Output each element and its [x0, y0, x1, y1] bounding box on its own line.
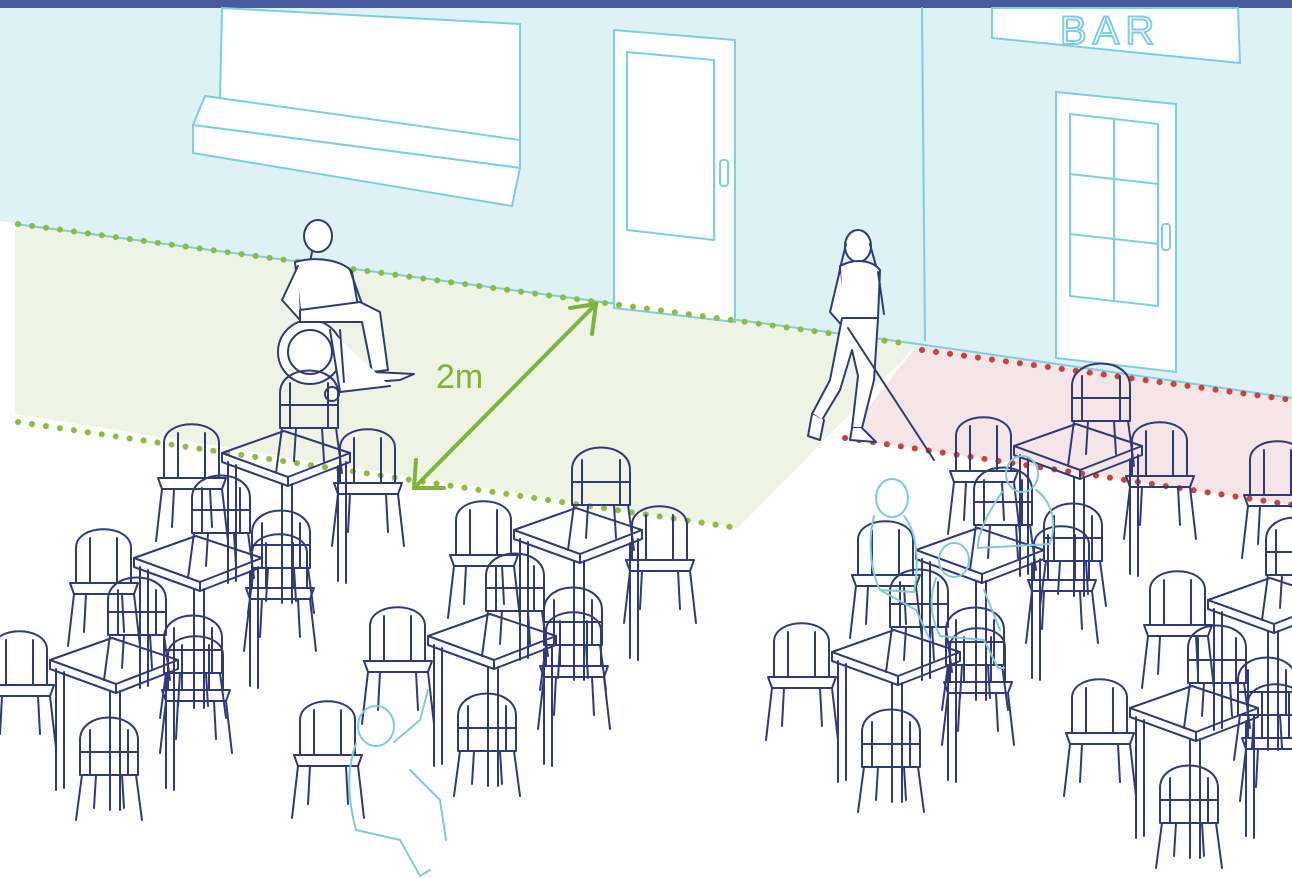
- clearance-label: 2m: [436, 358, 483, 396]
- top-bar: [0, 0, 1292, 8]
- chair-icon: [292, 701, 364, 818]
- table-icon: [0, 578, 232, 821]
- table-icon: [850, 468, 1098, 711]
- table-icon: [362, 554, 610, 797]
- bar-door[interactable]: [1056, 92, 1176, 372]
- bar-sign-text: BAR: [1060, 9, 1160, 53]
- table-icon: [1064, 626, 1292, 869]
- entrance-door[interactable]: [614, 30, 735, 322]
- table-icon: [68, 476, 316, 719]
